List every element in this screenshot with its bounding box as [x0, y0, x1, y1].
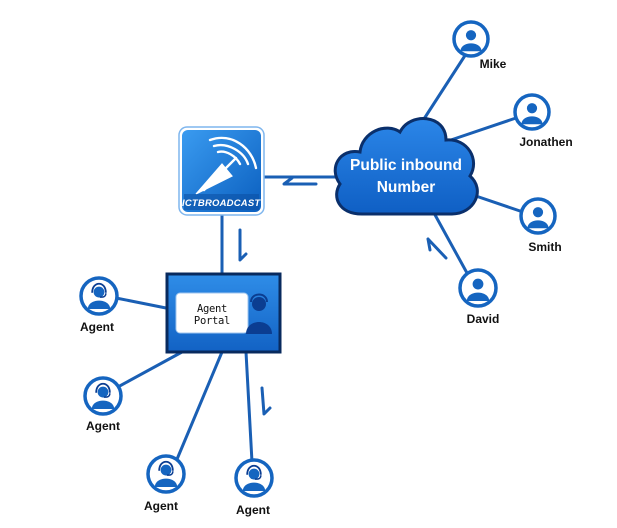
agent-label-1: Agent [80, 320, 114, 334]
caller-label-smith: Smith [528, 240, 562, 254]
broadcast-dish-icon [195, 136, 258, 195]
caller-label-mike: Mike [479, 57, 507, 71]
public-inbound-cloud [333, 117, 479, 216]
person-icon [460, 30, 482, 52]
connector-lines [114, 52, 525, 466]
caller-label-david: David [466, 312, 500, 326]
arrow-cloud-to-logo [282, 176, 318, 186]
headset-agent-icon [91, 382, 115, 409]
line-cloud-jonathen [443, 116, 518, 144]
caller-nodes [452, 20, 557, 308]
line-cloud-smith [468, 192, 525, 214]
person-icon [527, 207, 549, 229]
cloud-label: Public inbound Number [336, 155, 476, 199]
line-portal-agent3 [173, 350, 224, 466]
agent-label-3: Agent [144, 499, 178, 513]
agent-portal-label: Agent Portal [193, 303, 231, 327]
agent-node-1 [79, 276, 119, 316]
headset-agent-icon [242, 464, 266, 491]
agent-portal-box [165, 272, 282, 354]
arrow-logo-to-portal [238, 228, 248, 262]
person-icon [521, 103, 543, 125]
headset-agent-icon [246, 293, 272, 334]
agent-label-2: Agent [86, 419, 120, 433]
headset-agent-icon [87, 282, 111, 309]
agent-label-4: Agent [236, 503, 270, 517]
logo-text: ICTBROADCAST [182, 198, 261, 209]
caller-label-jonathen: Jonathen [519, 135, 573, 149]
agent-node-3 [146, 454, 186, 494]
headset-agent-icon [154, 460, 178, 487]
ictbroadcast-logo [178, 126, 265, 216]
caller-node-mike [452, 20, 490, 58]
line-cloud-david [432, 211, 469, 275]
line-cloud-mike [420, 52, 468, 124]
caller-node-jonathen [513, 93, 551, 131]
agent-node-4 [234, 458, 274, 498]
arrow-david-to-cloud [426, 237, 448, 260]
person-icon [466, 278, 490, 301]
flow-arrows [238, 176, 448, 416]
line-portal-agent1 [114, 296, 168, 310]
caller-node-smith [519, 197, 557, 235]
line-portal-agent4 [244, 350, 254, 464]
arrow-portal-to-agent4 [260, 386, 272, 416]
agent-node-2 [83, 376, 123, 416]
cloud-label-line2: Number [376, 179, 436, 196]
line-portal-agent2 [114, 350, 184, 390]
agent-nodes [79, 276, 274, 498]
caller-node-david [458, 268, 498, 308]
cloud-label-line1: Public inbound [350, 157, 462, 174]
